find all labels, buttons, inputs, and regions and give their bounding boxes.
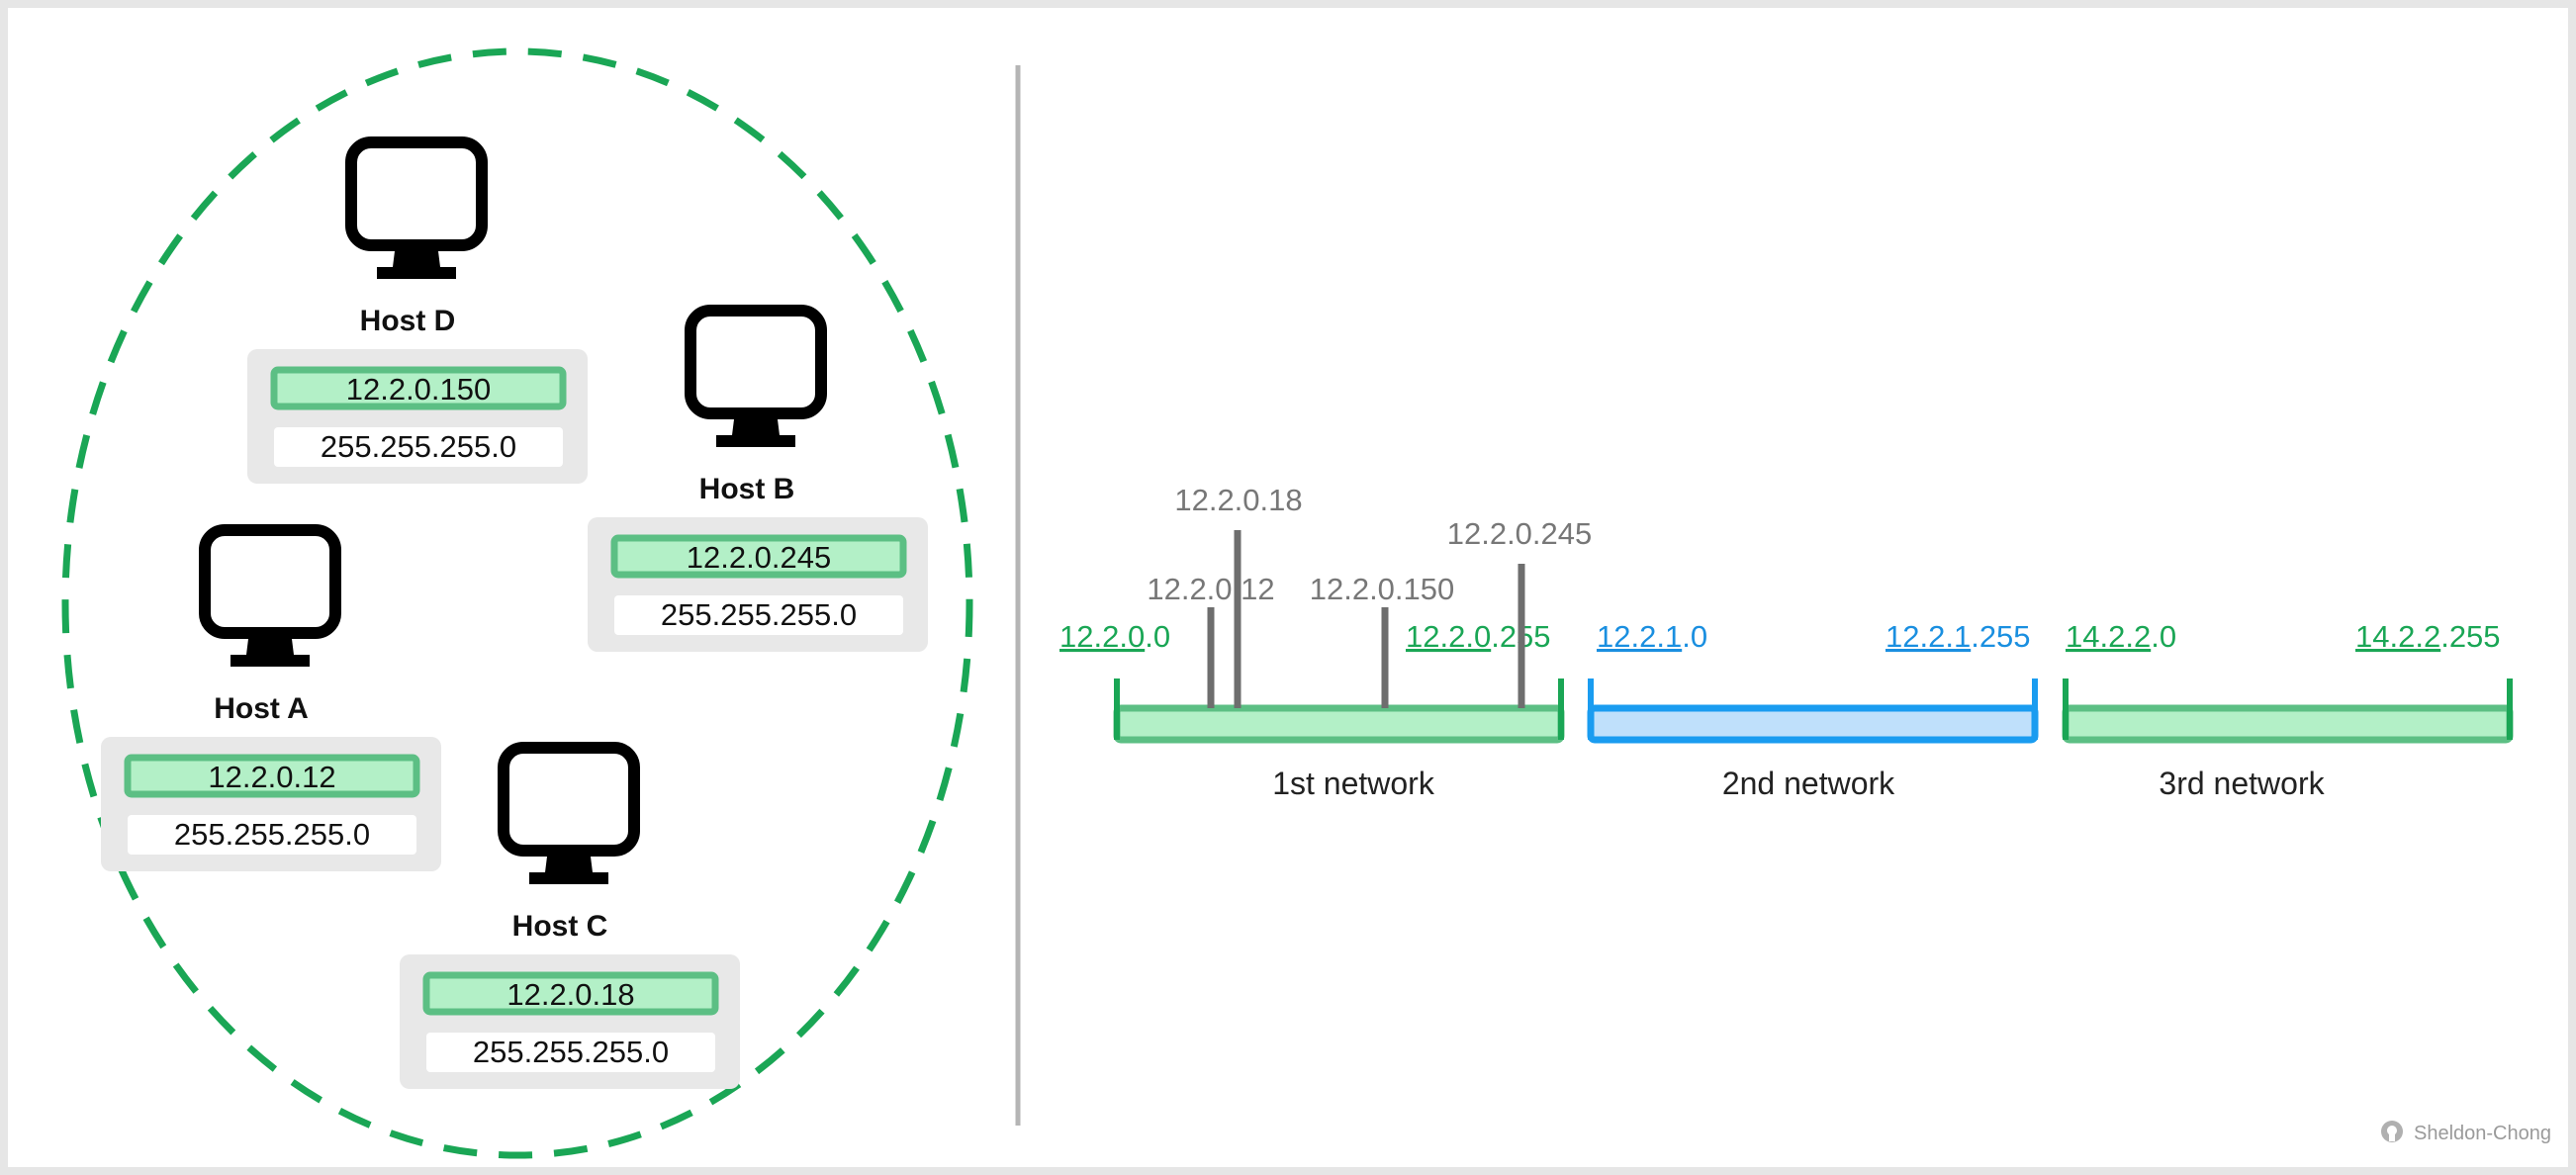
monitor-icon [345,136,488,279]
network-label: 3rd network [2159,766,2325,801]
ip-box [422,971,719,1016]
host-label: Host A [214,692,309,725]
range-end-suffix: .255 [1971,619,2030,654]
range-start-label: 14.2.2.0 [2066,619,2176,654]
monitor-icon [199,524,341,667]
range-end-prefix: 14.2.2 [2355,619,2440,654]
network-boundary [61,47,973,1159]
host-label: Host C [512,910,608,943]
host-d: Host D 12.2.0.150 255.255.255.0 [247,136,588,484]
range-start-prefix: 12.2.0 [1059,619,1145,654]
marker-label: 12.2.0.245 [1447,516,1593,551]
range-end-prefix: 12.2.0 [1406,619,1491,654]
monitor-icon [685,305,827,447]
range-start-suffix: .0 [1682,619,1707,654]
host-mask: 255.255.255.0 [661,597,857,632]
range-start-prefix: 12.2.1 [1597,619,1682,654]
ip-box [124,754,420,798]
range-end-label: 12.2.1.255 [1886,619,2031,654]
range-end-prefix: 12.2.1 [1886,619,1971,654]
github-icon [2381,1121,2403,1142]
monitor-icon [498,742,640,884]
host-ip: 12.2.0.12 [208,760,335,794]
range-bar [1587,704,2039,744]
range-start-prefix: 14.2.2 [2066,619,2151,654]
mask-box [614,595,903,635]
range-bar [2062,704,2514,744]
range-start-label: 12.2.1.0 [1597,619,1707,654]
range-bar [1113,704,1565,744]
host-c: Host C 12.2.0.18 255.255.255.0 [400,742,740,1089]
range-start-label: 12.2.0.0 [1059,619,1170,654]
host-markers: 12.2.0.12 12.2.0.18 12.2.0.150 12.2.0.24… [1147,483,1592,708]
host-a: Host A 12.2.0.12 255.255.255.0 [101,524,441,871]
host-label: Host B [699,473,795,505]
marker-label: 12.2.0.150 [1310,572,1455,606]
range-end-suffix: .255 [2440,619,2500,654]
range-end-label: 12.2.0.255 [1406,619,1551,654]
mask-box [426,1033,715,1072]
ip-box [610,534,907,579]
range-start-suffix: .0 [2151,619,2176,654]
mask-box [274,427,563,467]
host-mask: 255.255.255.0 [321,429,516,464]
host-ip: 12.2.0.245 [687,540,832,575]
marker-label: 12.2.0.18 [1174,483,1302,517]
credit-text: Sheldon-Chong [2414,1123,2551,1144]
network-2-range: 12.2.1.0 12.2.1.255 2nd network [1587,619,2039,801]
ip-box [270,366,567,410]
host-label: Host D [360,305,456,337]
network-label: 2nd network [1722,766,1895,801]
marker-label: 12.2.0.12 [1147,572,1274,606]
network-3-range: 14.2.2.0 14.2.2.255 3rd network [2062,619,2514,801]
range-start-suffix: .0 [1145,619,1170,654]
host-mask: 255.255.255.0 [174,817,370,852]
host-ip: 12.2.0.18 [506,977,634,1012]
host-b: Host B 12.2.0.245 255.255.255.0 [588,305,928,652]
network-1-range: 12.2.0.0 12.2.0.255 1st network [1059,619,1565,801]
host-ip: 12.2.0.150 [346,372,492,407]
range-end-label: 14.2.2.255 [2355,619,2501,654]
network-label: 1st network [1272,766,1435,801]
mask-box [128,815,416,855]
host-mask: 255.255.255.0 [473,1035,669,1069]
credit: Sheldon-Chong [2381,1121,2551,1144]
